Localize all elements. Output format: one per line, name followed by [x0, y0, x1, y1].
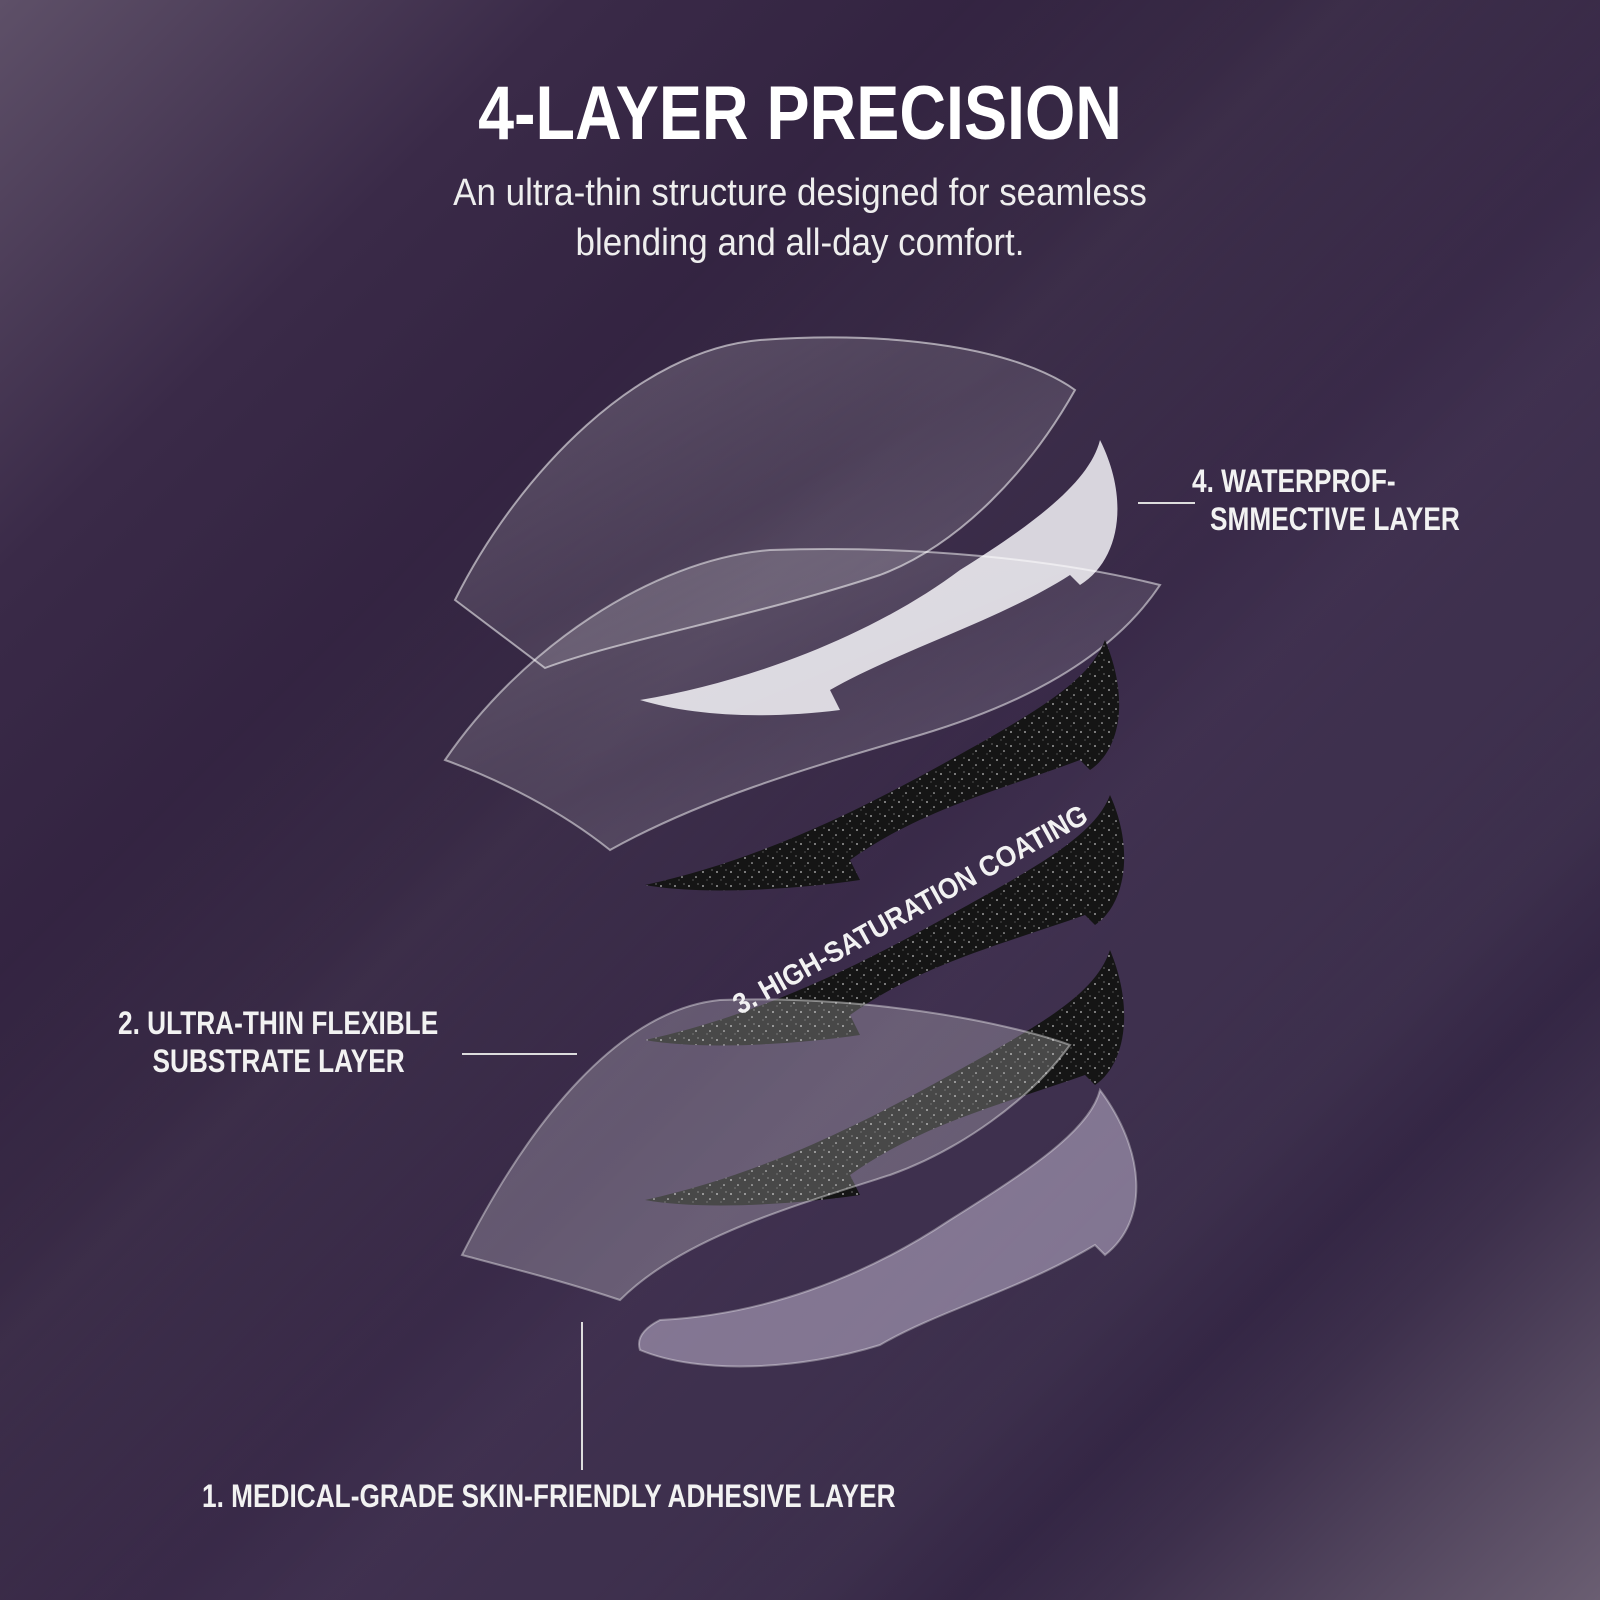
coating-stroke-shape — [645, 640, 1120, 891]
label-line: 4. WATERPROF- — [1192, 463, 1396, 499]
subtitle-line: blending and all-day comfort. — [575, 222, 1025, 264]
label-layer-4: 4. WATERPROF- SMMECTIVE LAYER — [1192, 462, 1460, 538]
label-line: SUBSTRATE LAYER — [152, 1043, 405, 1079]
page-title: 4-LAYER PRECISION — [478, 71, 1122, 156]
substrate-layer-shape — [443, 548, 1162, 852]
coating-stroke-shape — [645, 795, 1125, 1046]
coating-stroke-shape — [645, 950, 1125, 1206]
label-line: SMMECTIVE LAYER — [1210, 501, 1460, 537]
label-layer-2: 2. ULTRA-THIN FLEXIBLE SUBSTRATE LAYER — [118, 1004, 438, 1080]
bottom-substrate-shape — [460, 998, 1072, 1302]
label-line: 1. MEDICAL-GRADE SKIN-FRIENDLY ADHESIVE … — [202, 1478, 896, 1514]
page-subtitle: An ultra-thin structure designed for sea… — [64, 168, 1536, 268]
adhesive-layer-shape — [638, 1087, 1138, 1368]
subtitle-line: An ultra-thin structure designed for sea… — [453, 172, 1147, 214]
label-line: 2. ULTRA-THIN FLEXIBLE — [118, 1005, 439, 1041]
label-layer-1: 1. MEDICAL-GRADE SKIN-FRIENDLY ADHESIVE … — [202, 1477, 896, 1515]
